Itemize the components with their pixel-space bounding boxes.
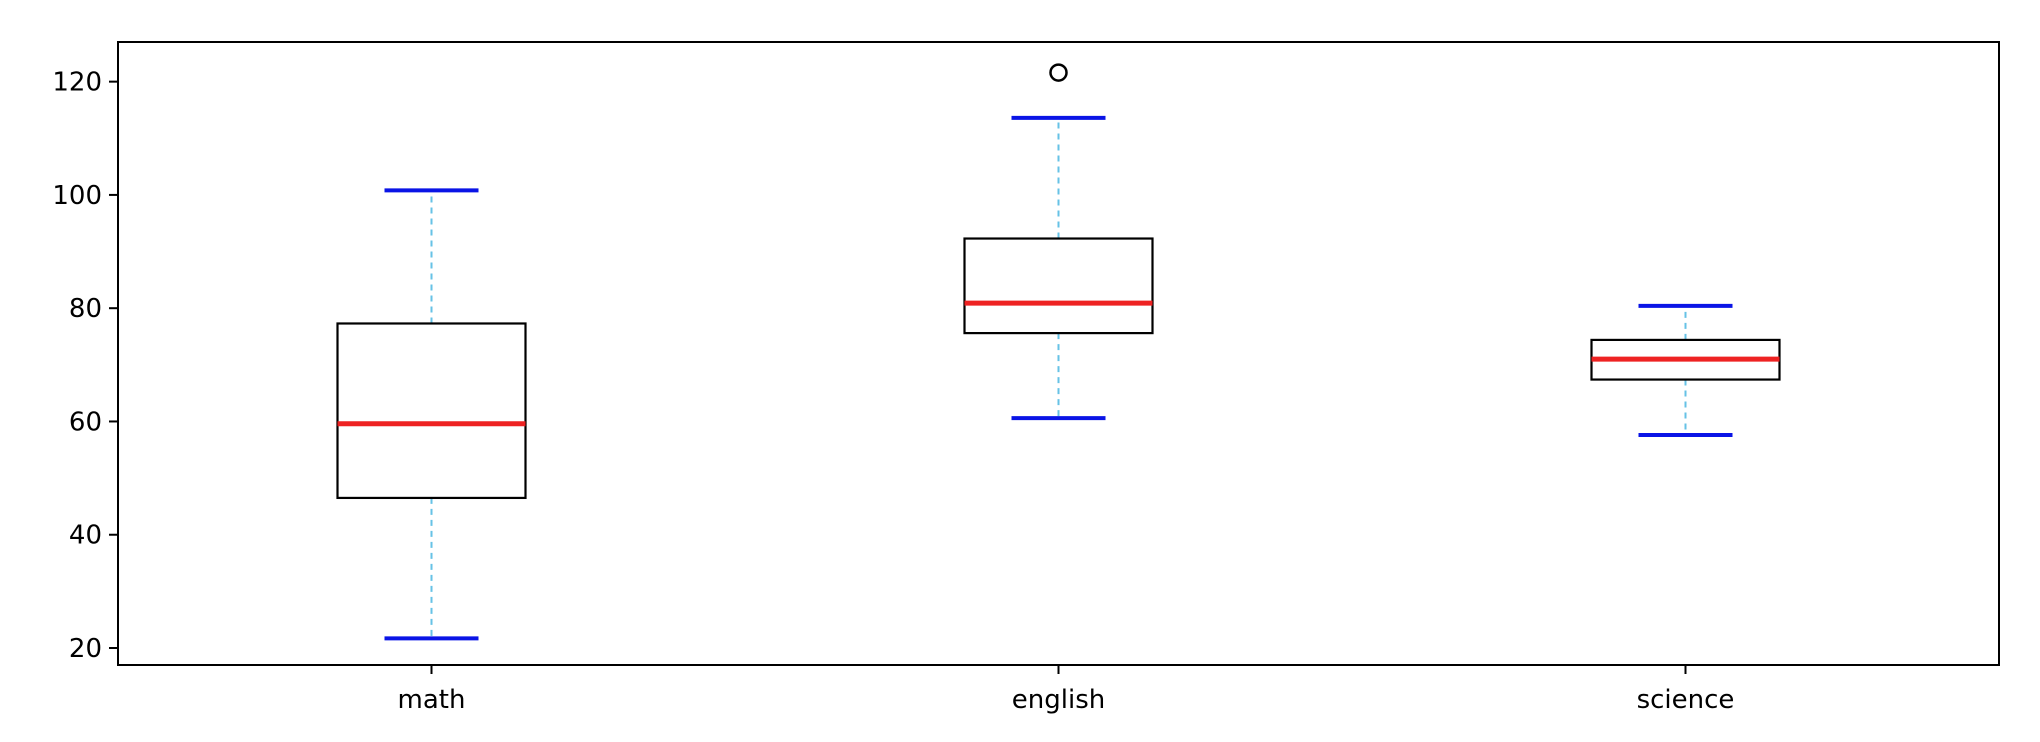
x-tick-label: english xyxy=(1012,685,1105,715)
outlier-point xyxy=(1049,63,1068,82)
ticks-layer: math english science 20 40 60 80 100 120 xyxy=(52,68,1734,715)
iqr-box xyxy=(336,322,527,500)
iqr-box xyxy=(963,237,1154,335)
y-tick-label: 20 xyxy=(69,634,102,664)
y-tick-label: 100 xyxy=(52,181,102,211)
box-group-science xyxy=(1590,303,1781,438)
y-tick-label: 40 xyxy=(69,521,102,551)
box-group-math xyxy=(336,188,527,641)
marks-layer xyxy=(336,63,1781,641)
x-tick-label: science xyxy=(1637,685,1735,715)
box-group-english xyxy=(963,63,1154,421)
y-tick-label: 80 xyxy=(69,294,102,324)
x-tick-label: math xyxy=(398,685,466,715)
y-tick-label: 120 xyxy=(52,68,102,98)
y-tick-label: 60 xyxy=(69,407,102,437)
